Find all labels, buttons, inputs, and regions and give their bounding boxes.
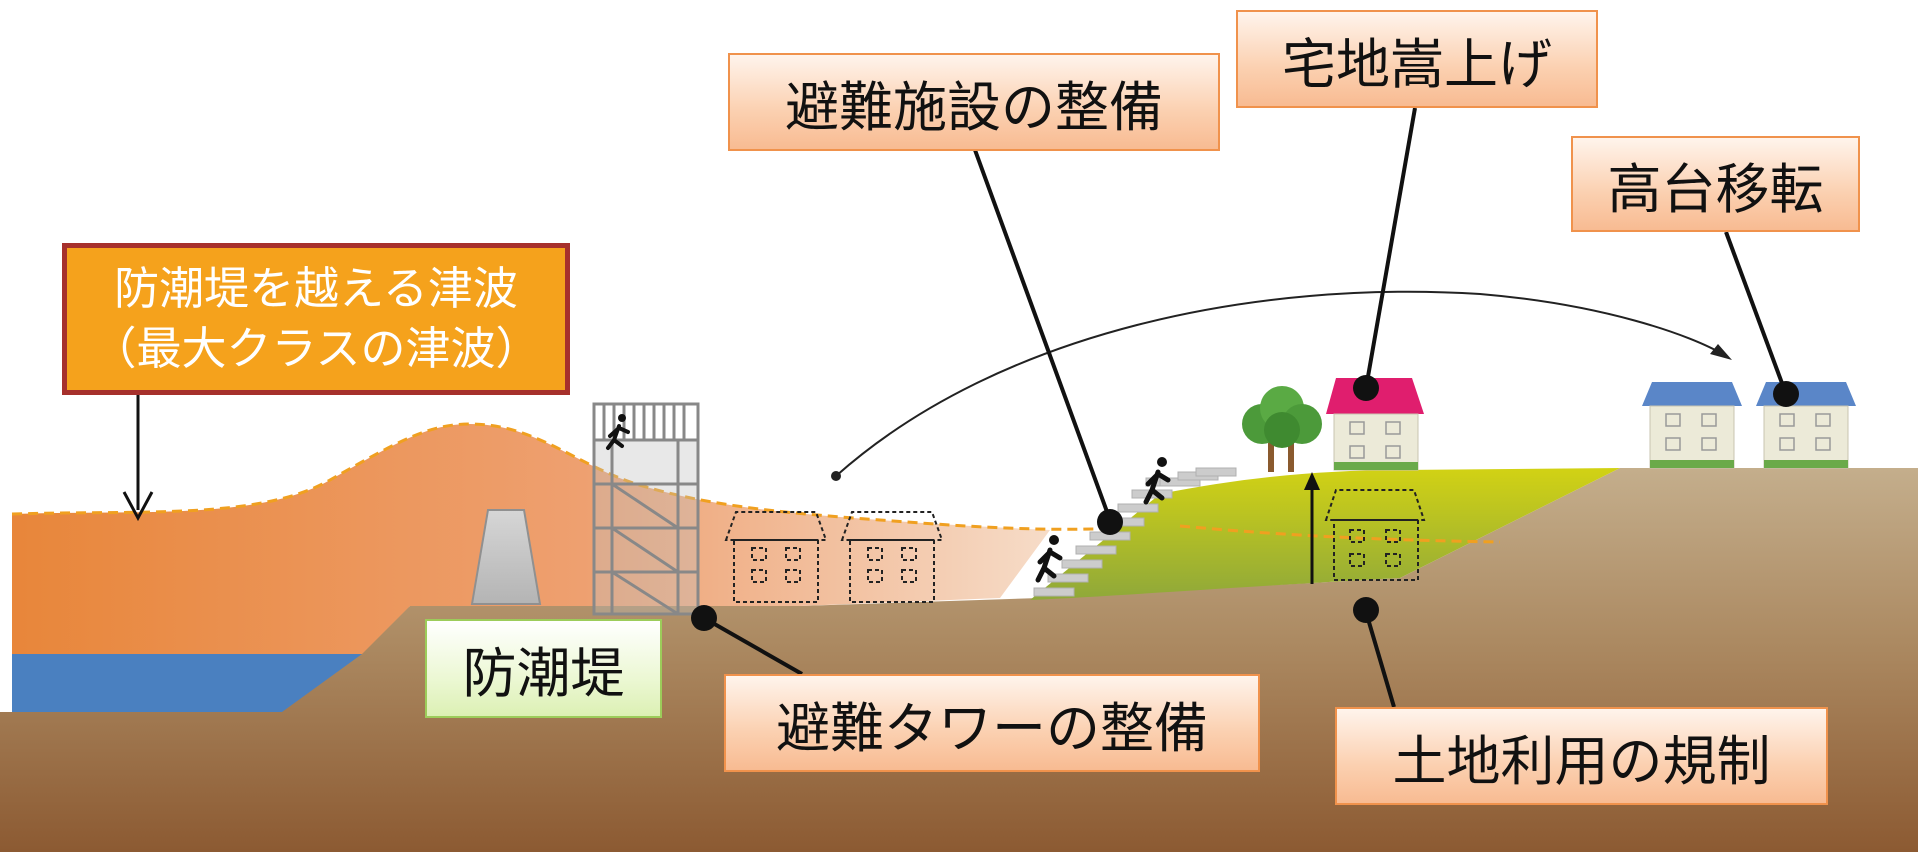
land-use-regulation-label: 土地利用の規制 <box>1335 707 1828 805</box>
evacuation-tower-label: 避難タワーの整備 <box>724 674 1260 772</box>
relocation-arc-arrow-icon <box>835 290 1727 477</box>
leader-dot <box>1353 375 1379 401</box>
raised-hill <box>1030 468 1620 600</box>
seawall-label-text: 防潮堤 <box>462 642 625 705</box>
arrowhead <box>1710 344 1732 360</box>
house-dashed-1 <box>724 511 828 603</box>
land-use-regulation-label-text: 土地利用の規制 <box>1392 729 1771 793</box>
house-dashed-lowered <box>1324 489 1426 581</box>
running-person-icon <box>606 414 630 450</box>
highland-house-2-icon <box>1756 382 1856 469</box>
tsunami-surface-dashed <box>11 422 1121 531</box>
seawall-block-icon <box>470 509 542 605</box>
land-raising-label: 宅地嵩上げ <box>1236 10 1598 108</box>
tsunami-label-line1: 防潮堤を越える津波 <box>114 262 518 315</box>
leader-dot <box>1773 381 1799 407</box>
evacuation-facility-label-text: 避難施設の整備 <box>785 75 1163 139</box>
highland-relocation-label: 高台移転 <box>1571 136 1860 232</box>
tsunami-surface-dashed-hill <box>1179 524 1501 544</box>
house-dashed-2 <box>840 511 944 603</box>
hill-stairs <box>1033 467 1237 597</box>
evacuation-tower-label-text: 避難タワーの整備 <box>776 696 1208 760</box>
leader-dot <box>691 605 717 631</box>
tsunami-wave <box>12 424 1050 654</box>
leader-line-landuse <box>1364 611 1396 708</box>
evacuation-facility-label: 避難施設の整備 <box>728 53 1220 151</box>
leader-line-highland <box>1724 231 1788 395</box>
down-arrow-icon <box>122 395 154 522</box>
tsunami-label: 防潮堤を越える津波 （最大クラスの津波） <box>62 243 570 395</box>
leader-line-facility <box>973 149 1112 521</box>
leader-line-tower <box>703 616 803 676</box>
running-person-icon <box>1143 457 1171 505</box>
highland-relocation-label-text: 高台移転 <box>1607 157 1824 221</box>
tsunami-label-line2: （最大クラスの津波） <box>91 322 541 375</box>
tree-icon <box>1242 386 1322 472</box>
leader-dot <box>1097 509 1123 535</box>
sea <box>12 654 362 712</box>
seawall-label: 防潮堤 <box>425 619 662 718</box>
raise-arrow-icon <box>1304 472 1320 584</box>
arc-start-dot <box>831 471 841 481</box>
running-person-icon <box>1035 535 1063 583</box>
evacuation-tower-icon <box>592 402 700 616</box>
land-raising-label-text: 宅地嵩上げ <box>1282 32 1552 96</box>
raised-house-icon <box>1326 378 1424 471</box>
leader-line-raise <box>1364 107 1417 389</box>
highland-house-1-icon <box>1642 382 1742 469</box>
leader-dot <box>1353 597 1379 623</box>
